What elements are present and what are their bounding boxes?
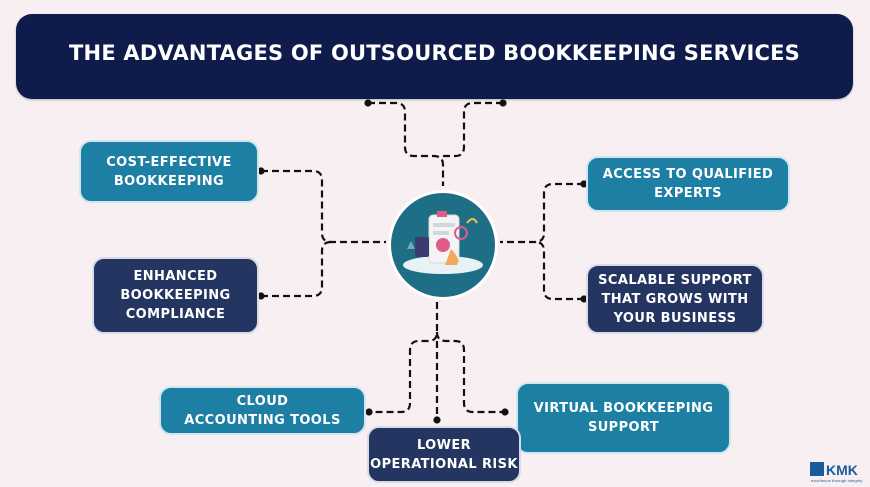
node-label-line: BOOKKEEPING — [113, 173, 225, 189]
node-label-line: OPERATIONAL RISK — [370, 456, 518, 472]
node-label-line: LOWER — [416, 437, 472, 453]
node-label-line: ACCESS TO QUALIFIED — [602, 167, 774, 182]
node-cost-effective-bookkeeping: COST-EFFECTIVE BOOKKEEPING — [79, 140, 259, 203]
node-label-line: COST-EFFECTIVE — [106, 154, 232, 170]
kmk-logo: KMK — [810, 462, 858, 478]
bookkeeping-illustration-icon — [403, 211, 483, 274]
node-label-line: SUPPORT — [587, 420, 660, 435]
hub-illustration — [388, 190, 498, 300]
node-label-line: VIRTUAL BOOKKEEPING — [533, 401, 714, 416]
node-label-line: THAT GROWS WITH — [601, 291, 749, 307]
node-lower-operational-risk: LOWER OPERATIONAL RISK — [367, 426, 521, 483]
node-label-line: EXPERTS — [654, 186, 722, 201]
node-cloud-accounting-tools: CLOUD ACCOUNTING TOOLS — [159, 386, 366, 435]
node-label-line: YOUR BUSINESS — [613, 310, 737, 326]
logo-tagline: excellence through integrity — [811, 478, 863, 483]
node-label-line: CLOUD — [236, 393, 289, 409]
node-enhanced-compliance: ENHANCED BOOKKEEPING COMPLIANCE — [92, 257, 259, 334]
node-virtual-bookkeeping: VIRTUAL BOOKKEEPING SUPPORT — [516, 382, 731, 454]
title-banner: THE ADVANTAGES OF OUTSOURCED BOOKKEEPING… — [16, 14, 853, 99]
node-label-line: ACCOUNTING TOOLS — [184, 412, 341, 428]
node-label-line: BOOKKEEPING — [120, 288, 231, 303]
node-label-line: COMPLIANCE — [125, 307, 226, 322]
node-label-line: SCALABLE SUPPORT — [598, 272, 752, 288]
node-label-line: ENHANCED — [133, 269, 218, 284]
page-title: THE ADVANTAGES OF OUTSOURCED BOOKKEEPING… — [69, 41, 800, 65]
node-access-to-experts: ACCESS TO QUALIFIED EXPERTS — [586, 156, 790, 212]
node-scalable-support: SCALABLE SUPPORT THAT GROWS WITH YOUR BU… — [586, 264, 764, 334]
logo-mark: KMK — [826, 462, 858, 478]
